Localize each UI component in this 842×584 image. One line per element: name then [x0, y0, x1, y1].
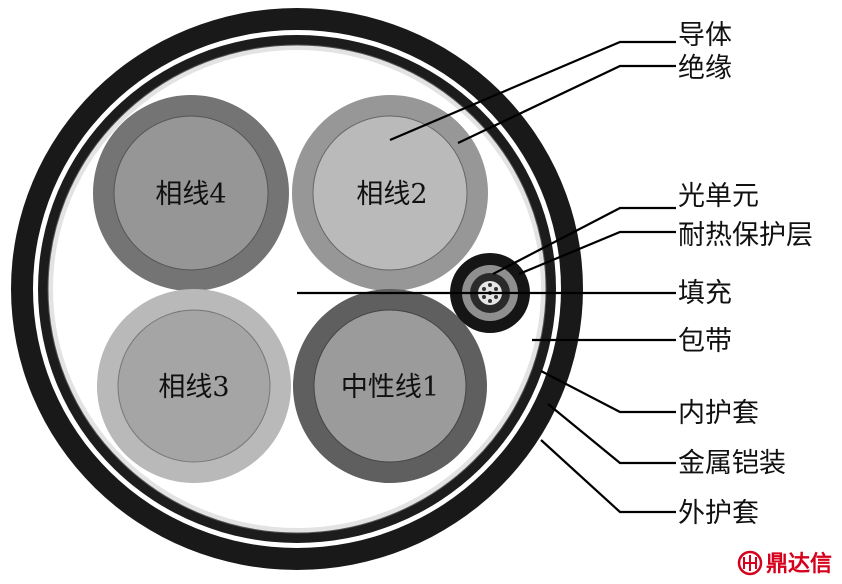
core-phase4: 相线4: [93, 95, 289, 291]
leader-metal-armour: [547, 403, 676, 465]
neutral-label: 中性线1: [341, 372, 439, 403]
phase2-conductor: [312, 115, 468, 271]
watermark-text: 鼎达信: [766, 551, 832, 577]
leader-insulation: [457, 64, 676, 144]
callout-labels: 导体 绝缘 光单元 耐热保护层 填充 包带 内护套 金属铠装 外护套: [678, 20, 813, 529]
label-insulation: 绝缘: [678, 53, 732, 84]
label-optical-unit: 光单元: [678, 181, 759, 212]
leader-heat-resistant: [518, 230, 676, 276]
leader-conductor: [389, 40, 676, 142]
dingdaxin-logo-icon: [737, 550, 763, 576]
label-heat-resistant-layer: 耐热保护层: [678, 220, 813, 251]
label-metal-armour: 金属铠装: [678, 448, 786, 479]
phase4-conductor: [113, 115, 269, 271]
label-conductor: 导体: [678, 20, 732, 51]
leader-optical-unit: [492, 206, 676, 275]
leader-outer-sheath: [540, 439, 676, 514]
label-inner-sheath: 内护套: [678, 398, 759, 429]
phase4-label: 相线4: [155, 179, 226, 210]
core-phase2: 相线2: [292, 95, 488, 291]
neutral-conductor: [313, 309, 467, 463]
phase3-conductor: [117, 309, 271, 463]
label-outer-sheath: 外护套: [678, 498, 759, 529]
watermark: 鼎达信: [737, 550, 832, 577]
core-phase3: 相线3: [97, 289, 291, 483]
leader-inner-sheath: [540, 370, 676, 414]
phase2-label: 相线2: [356, 179, 427, 210]
leader-lines: [297, 40, 676, 514]
core-neutral1: 中性线1: [293, 289, 487, 483]
label-wrapping-tape: 包带: [678, 326, 732, 357]
phase3-label: 相线3: [158, 372, 229, 403]
label-filler: 填充: [678, 278, 732, 309]
